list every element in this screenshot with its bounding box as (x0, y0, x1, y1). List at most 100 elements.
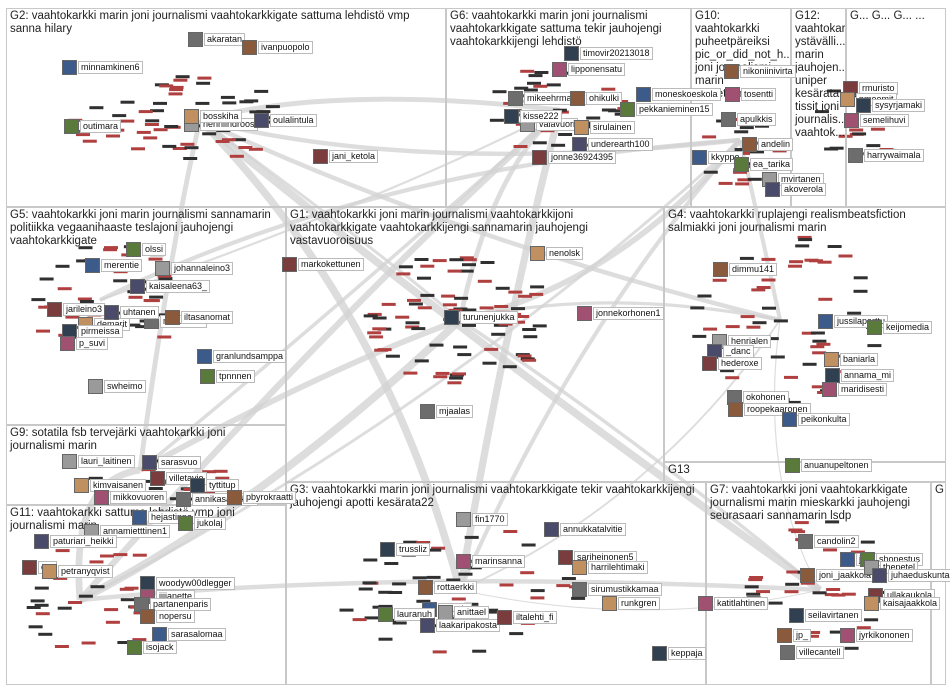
node-swheimo[interactable]: swheimo (88, 379, 146, 394)
avatar (254, 113, 269, 128)
node-tpnnnen[interactable]: tpnnnen (200, 369, 255, 384)
node-ivanpuopolo[interactable]: ivanpuopolo (242, 40, 313, 55)
node-jarileino3[interactable]: jarileino3 (47, 302, 105, 317)
node-lauri-laitinen[interactable]: lauri_laitinen (62, 454, 135, 469)
node-jonnekorhonen1[interactable]: jonnekorhonen1 (577, 306, 664, 321)
node-semelihuvi[interactable]: semelihuvi (844, 113, 909, 128)
node-label: oulalintula (270, 114, 317, 127)
node-jukolaj[interactable]: jukolaj (178, 516, 226, 531)
node-sirumustikkamaa[interactable]: sirumustikkamaa (572, 582, 662, 597)
node-akoverola[interactable]: akoverola (765, 182, 826, 197)
node-trussliz[interactable]: trussliz (380, 542, 430, 557)
node-fin1770[interactable]: fin1770 (456, 512, 508, 527)
avatar (777, 628, 792, 643)
avatar (22, 560, 37, 575)
node-juhaeduskuntaan[interactable]: juhaeduskuntaan (872, 568, 950, 583)
avatar (104, 305, 119, 320)
node-mjaalas[interactable]: mjaalas (420, 404, 473, 419)
node-nikoniinivirta[interactable]: nikoniinivirta (724, 64, 796, 79)
avatar (848, 148, 863, 163)
avatar (728, 402, 743, 417)
node-ea-tarika[interactable]: ea_tarika (734, 157, 793, 172)
avatar (602, 596, 617, 611)
node-sysyrjamaki[interactable]: sysyrjamaki (856, 98, 925, 113)
node-label: pekkanieminen15 (636, 103, 713, 116)
node-keppaja[interactable]: keppaja (652, 646, 706, 661)
node-merentie[interactable]: merentie (85, 258, 142, 273)
node-outimara[interactable]: outimara (64, 119, 121, 134)
node-harrywaimala[interactable]: harrywaimala (848, 148, 924, 163)
group-title: G1: vaahtokarkki joni marin journalismi … (290, 209, 660, 248)
node-annama-mi[interactable]: annama_mi (825, 368, 894, 383)
node-mikkovuoren[interactable]: mikkovuoren (94, 490, 167, 505)
node-petranyqvist[interactable]: petranyqvist (42, 564, 113, 579)
node-label: kaisajaakkola (880, 597, 940, 610)
node-kisse222[interactable]: kisse222 (504, 109, 562, 124)
avatar (42, 564, 57, 579)
node-iltasanomat[interactable]: iltasanomat (165, 310, 233, 325)
node-baniarla[interactable]: baniarla (824, 352, 878, 367)
node-nopersu[interactable]: nopersu (140, 609, 195, 624)
node-label: iltasanomat (181, 311, 233, 324)
node-label: anuanupeltonen (801, 459, 872, 472)
node-rottaerkki[interactable]: rottaerkki (418, 580, 477, 595)
node-tosentti[interactable]: tosentti (725, 87, 776, 102)
avatar (734, 157, 749, 172)
node-ohikulki[interactable]: ohikulki (570, 91, 622, 106)
node-hederoxe[interactable]: hederoxe (702, 356, 762, 371)
node-annukkatalvitie[interactable]: annukkatalvitie (544, 522, 626, 537)
node-pekkanieminen15[interactable]: pekkanieminen15 (620, 102, 713, 117)
node-marinsanna[interactable]: marinsanna (456, 554, 525, 569)
avatar (380, 542, 395, 557)
node-label: sirulainen (590, 121, 635, 134)
node-jani-ketola[interactable]: jani_ketola (313, 149, 378, 164)
node-andelin[interactable]: andelin (742, 137, 793, 152)
node-joni-jaakkola[interactable]: joni_jaakkola (800, 568, 874, 583)
node-minnamkinen6[interactable]: minnamkinen6 (62, 60, 143, 75)
node-oulalintula[interactable]: oulalintula (254, 113, 317, 128)
node-keijomedia[interactable]: keijomedia (867, 320, 932, 335)
node-isojack[interactable]: isojack (127, 640, 177, 655)
node-jonne36924395[interactable]: jonne36924395 (532, 150, 616, 165)
node-seilavirtanen[interactable]: seilavirtanen (789, 608, 862, 623)
node-p-suvi[interactable]: p_suvi (60, 336, 108, 351)
node-jyrkikononen[interactable]: jyrkikononen (840, 628, 913, 643)
node-granlundsamppa[interactable]: granlundsamppa (197, 349, 286, 364)
node-dimmu141[interactable]: dimmu141 (713, 262, 777, 277)
node-nenolsk[interactable]: nenolsk (530, 246, 583, 261)
node-johannaleino3[interactable]: johannaleino3 (155, 261, 233, 276)
node-uhtanen[interactable]: uhtanen (104, 305, 159, 320)
node-maridisesti[interactable]: maridisesti (822, 382, 887, 397)
avatar (825, 368, 840, 383)
node-jp-[interactable]: jp_ (777, 628, 811, 643)
node-kaisajaakkola[interactable]: kaisajaakkola (864, 596, 940, 611)
node-lipponensatu[interactable]: lipponensatu (552, 62, 625, 77)
node-candolin2[interactable]: candolin2 (798, 534, 859, 549)
node-anuanupeltonen[interactable]: anuanupeltonen (785, 458, 872, 473)
node-akaratan[interactable]: akaratan (188, 32, 245, 47)
node-turunenjukka[interactable]: turunenjukka (444, 310, 518, 325)
node-olssi[interactable]: olssi (126, 242, 166, 257)
node-katitlahtinen[interactable]: katitlahtinen (698, 596, 768, 611)
node-sarasvuo[interactable]: sarasvuo (142, 455, 201, 470)
node-markokettunen[interactable]: markokettunen (282, 257, 364, 272)
node-paturiari-heikki[interactable]: paturiari_heikki (34, 534, 117, 549)
node-timovir20213018[interactable]: timovir20213018 (564, 46, 653, 61)
node-iltalehti-fi[interactable]: iltalehti_fi (497, 610, 557, 625)
node-bosskiha[interactable]: bosskiha (184, 109, 242, 124)
node-label: ohikulki (586, 92, 622, 105)
node-villecantell[interactable]: villecantell (780, 645, 844, 660)
node-runkgren[interactable]: runkgren (602, 596, 660, 611)
avatar (724, 64, 739, 79)
node-kaisaleena63-[interactable]: kaisaleena63_ (130, 279, 210, 294)
node-pbyrokraatti[interactable]: pbyrokraatti (227, 490, 296, 505)
avatar (64, 119, 79, 134)
avatar (60, 336, 75, 351)
node-peikonkulta[interactable]: peikonkulta (782, 412, 850, 427)
avatar (636, 87, 651, 102)
node-moneskoeskola[interactable]: moneskoeskola (636, 87, 721, 102)
node-laakaripakosta[interactable]: laakaripakosta (420, 618, 500, 633)
node-apulkkis[interactable]: apulkkis (721, 112, 776, 127)
node-sirulainen[interactable]: sirulainen (574, 120, 635, 135)
node-harrilehtimaki[interactable]: harrilehtimaki (572, 560, 648, 575)
